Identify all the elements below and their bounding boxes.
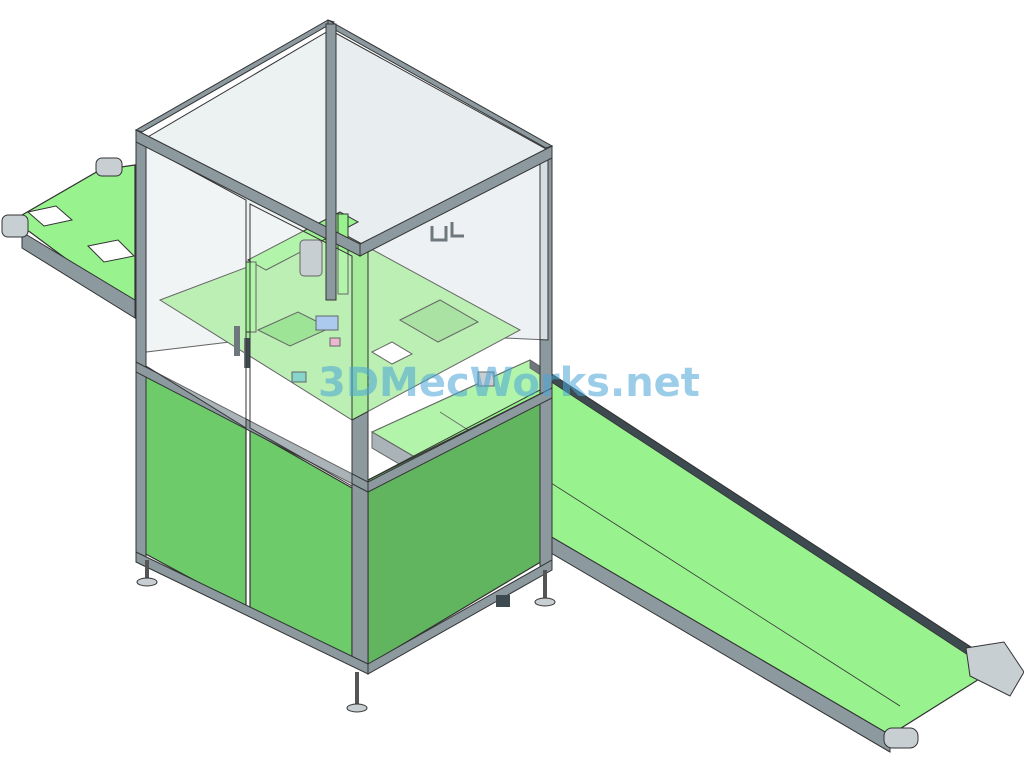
frame-rail-side-bottom	[367, 559, 553, 675]
sensor-block	[477, 371, 495, 387]
left-conveyor-product-2	[86, 239, 136, 263]
frame-top-side-rail	[359, 145, 553, 257]
left-conveyor	[1, 157, 136, 319]
pink-component	[329, 337, 341, 347]
leveling-foot-2	[346, 672, 368, 713]
right-conveyor-end-roller	[883, 727, 919, 749]
bracket-hook-icon	[430, 222, 464, 242]
frame-post-front-left	[135, 137, 147, 561]
frame-rear-post	[325, 23, 337, 301]
frame-rail-side-middle	[367, 387, 553, 493]
cabinet-base	[135, 137, 556, 713]
teal-sensor	[291, 371, 307, 383]
door-handle-icon	[234, 326, 250, 368]
glass-enclosure	[134, 19, 554, 487]
left-conveyor-product-1	[26, 205, 74, 227]
product-on-platform	[370, 341, 414, 365]
left-conveyor-end-roller	[1, 214, 29, 238]
linear-rail-module	[398, 299, 480, 343]
right-conveyor-end-cap	[965, 641, 1024, 697]
leveling-foot-1	[136, 560, 158, 587]
left-conveyor-side-rail	[21, 231, 136, 319]
glass-front-left-panel	[145, 145, 247, 429]
camera-unit	[299, 239, 323, 277]
left-conveyor-far-roller	[95, 157, 123, 177]
frame-top-back-rail	[134, 19, 336, 133]
caster-wheel	[496, 595, 510, 607]
blue-component	[315, 315, 339, 331]
leveling-foot-3	[534, 570, 556, 607]
